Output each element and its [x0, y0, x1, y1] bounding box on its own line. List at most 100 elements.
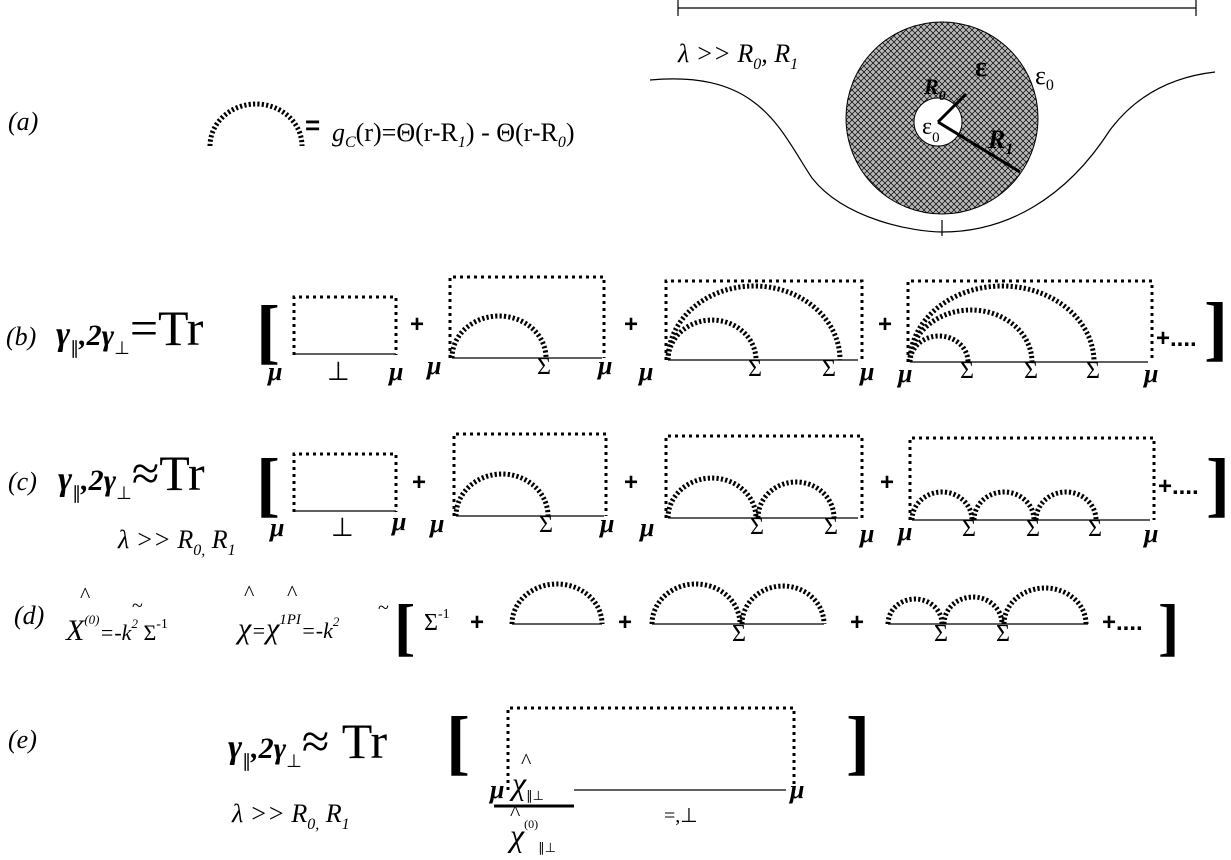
- epsilon-outer: ε0: [1035, 61, 1054, 94]
- c-term3-sigma-1: Σ: [750, 514, 764, 540]
- panel-c-lhs: γ∥,2γ⊥≈Tr: [58, 445, 205, 503]
- b-term1-mu-right: μ: [387, 357, 403, 386]
- b-term3-photon-loop: [664, 279, 864, 360]
- panel-c-bracket-open: [: [256, 444, 280, 524]
- panel-d: (d) ^ ~ X(0)=-k2 Σ-1 ^ ^ ~ χ=χ1PI=-k2 [ …: [14, 580, 1179, 662]
- b-term4-gluon-small: [907, 333, 971, 363]
- d-sigma-inverse: Σ-1: [424, 607, 450, 636]
- d-term3-gluon-1: [649, 581, 743, 625]
- panel-e-bracket-close: ]: [846, 702, 870, 782]
- c-term3-gluon-2: [755, 479, 837, 519]
- e-denominator: χ(0)∥⊥: [507, 817, 556, 855]
- c-term3-gluon-1: [665, 475, 759, 519]
- b-term3-gluon-inner: [665, 317, 759, 361]
- c-term2-photon-loop: [452, 432, 608, 516]
- radius-r1: [937, 120, 1021, 174]
- d-k-tilde-1: ~: [132, 595, 143, 617]
- d-chi-hat: ^: [244, 580, 255, 605]
- c-term4-gluon-3: [1033, 489, 1099, 521]
- b-plus-3: +: [878, 311, 892, 338]
- e-denominator-hat: ^: [510, 800, 521, 825]
- b-plus-2: +: [624, 311, 638, 338]
- c-plus-1: +: [412, 469, 426, 496]
- condition-lambda-a: λ >> R0, R1: [677, 39, 798, 73]
- c-term2-mu-left: μ: [428, 509, 444, 538]
- panel-b-bracket-open: [: [256, 291, 280, 371]
- b-term3-sigma-2: Σ: [822, 356, 836, 382]
- b-term2-photon-loop: [448, 275, 606, 358]
- panel-b: (b) γ∥,2γ⊥=Tr [ μ ⊥ μ + μ Σ μ + μ Σ Σ μ …: [6, 275, 1228, 388]
- c-term4-mu-left: μ: [896, 517, 912, 546]
- b-term2-mu-right: μ: [596, 351, 612, 380]
- e-mu-left: μ: [488, 775, 504, 804]
- e-numerator-hat: ^: [521, 748, 532, 773]
- panel-b-bracket-close: ]: [1204, 288, 1228, 368]
- b-term3-mu-left: μ: [637, 357, 653, 386]
- b-term4-mu-right: μ: [1142, 359, 1158, 388]
- b-term4-sigma-3: Σ: [1086, 358, 1100, 384]
- c-term2-mu-right: μ: [598, 509, 614, 538]
- panel-d-bracket-open: [: [394, 591, 415, 662]
- c-term4-mu-right: μ: [1142, 519, 1158, 548]
- e-propagator-label: =,⊥: [664, 805, 698, 827]
- e-mu-right: μ: [788, 775, 804, 804]
- b-term3-sigma-1: Σ: [748, 356, 762, 382]
- legend-gluon-arc: [207, 101, 305, 147]
- d-term4-gluon-2: [941, 594, 1005, 625]
- c-plus-3: +: [880, 469, 894, 496]
- c-term3-mu-right: μ: [858, 519, 874, 548]
- c-term4-sigma-1: Σ: [962, 516, 976, 542]
- b-term4-gluon-large: [907, 283, 1097, 363]
- c-term4-photon-loop: [908, 436, 1156, 520]
- e-numerator: χ∥⊥: [509, 765, 544, 803]
- d-chi0-hat: ^: [80, 582, 91, 607]
- panel-e-lhs: γ∥,2γ⊥≈ Tr: [228, 713, 388, 771]
- panel-e: (e) γ∥,2γ⊥≈ Tr λ >> R0, R1 [ μ μ ^ χ∥⊥ ^…: [8, 702, 870, 855]
- c-term1-photon-loop: [292, 452, 398, 512]
- b-term4-sigma-2: Σ: [1024, 358, 1038, 384]
- b-term4-mu-left: μ: [896, 359, 912, 388]
- d-term3-sigma: Σ: [732, 621, 746, 647]
- legend-equals: =: [305, 110, 320, 140]
- d-tail: +....: [1102, 609, 1143, 636]
- panel-c-bracket-close: ]: [1206, 444, 1230, 524]
- panel-e-label: (e): [8, 725, 37, 754]
- condition-lambda-e: λ >> R0, R1: [231, 799, 350, 833]
- epsilon-ring: ε: [975, 52, 987, 83]
- c-term2-sigma: Σ: [539, 512, 553, 538]
- c-plus-2: +: [624, 469, 638, 496]
- c-term1-mu-left: μ: [268, 513, 284, 542]
- c-term4-sigma-3: Σ: [1088, 516, 1102, 542]
- b-term1-photon-loop: [292, 295, 398, 355]
- panel-a: (a) = gC(r)=Θ(r-R1) - Θ(r-R0) λ >> R0, R…: [8, 0, 1216, 236]
- panel-b-lhs: γ∥,2γ⊥=Tr: [56, 300, 204, 358]
- d-plus-1: +: [470, 609, 484, 636]
- c-term1-perp: ⊥: [331, 513, 354, 542]
- c-term3-mu-left: μ: [638, 513, 654, 542]
- e-photon-loop: [506, 706, 796, 790]
- c-term3-sigma-2: Σ: [824, 514, 838, 540]
- c-term2-gluon-arc: [453, 471, 551, 517]
- c-term4-sigma-2: Σ: [1026, 516, 1040, 542]
- b-term2-sigma: Σ: [537, 354, 551, 380]
- b-tail: +....: [1156, 325, 1197, 352]
- b-term2-gluon-arc: [449, 313, 549, 359]
- b-term4-sigma-1: Σ: [960, 358, 974, 384]
- b-term4-photon-loop: [906, 279, 1154, 362]
- d-term2-gluon: [509, 581, 605, 625]
- c-term1-mu-right: μ: [390, 507, 406, 536]
- panel-e-bracket-open: [: [446, 702, 470, 782]
- epsilon-inner: ε0: [922, 114, 940, 146]
- c-term3-photon-loop: [664, 434, 864, 518]
- d-plus-2: +: [618, 609, 632, 636]
- b-term3-gluon-outer: [665, 283, 843, 361]
- label-r1: R1: [987, 125, 1013, 158]
- radius-r0: [936, 92, 968, 124]
- b-term3-mu-right: μ: [858, 357, 874, 386]
- b-term1-mu-left: μ: [266, 357, 282, 386]
- gc-definition: gC(r)=Θ(r-R1) - Θ(r-R0): [332, 118, 575, 151]
- label-r0: R0: [923, 74, 946, 104]
- d-chi-definition: χ=χ1PI=-k2: [235, 612, 340, 645]
- c-term4-gluon-2: [971, 489, 1037, 521]
